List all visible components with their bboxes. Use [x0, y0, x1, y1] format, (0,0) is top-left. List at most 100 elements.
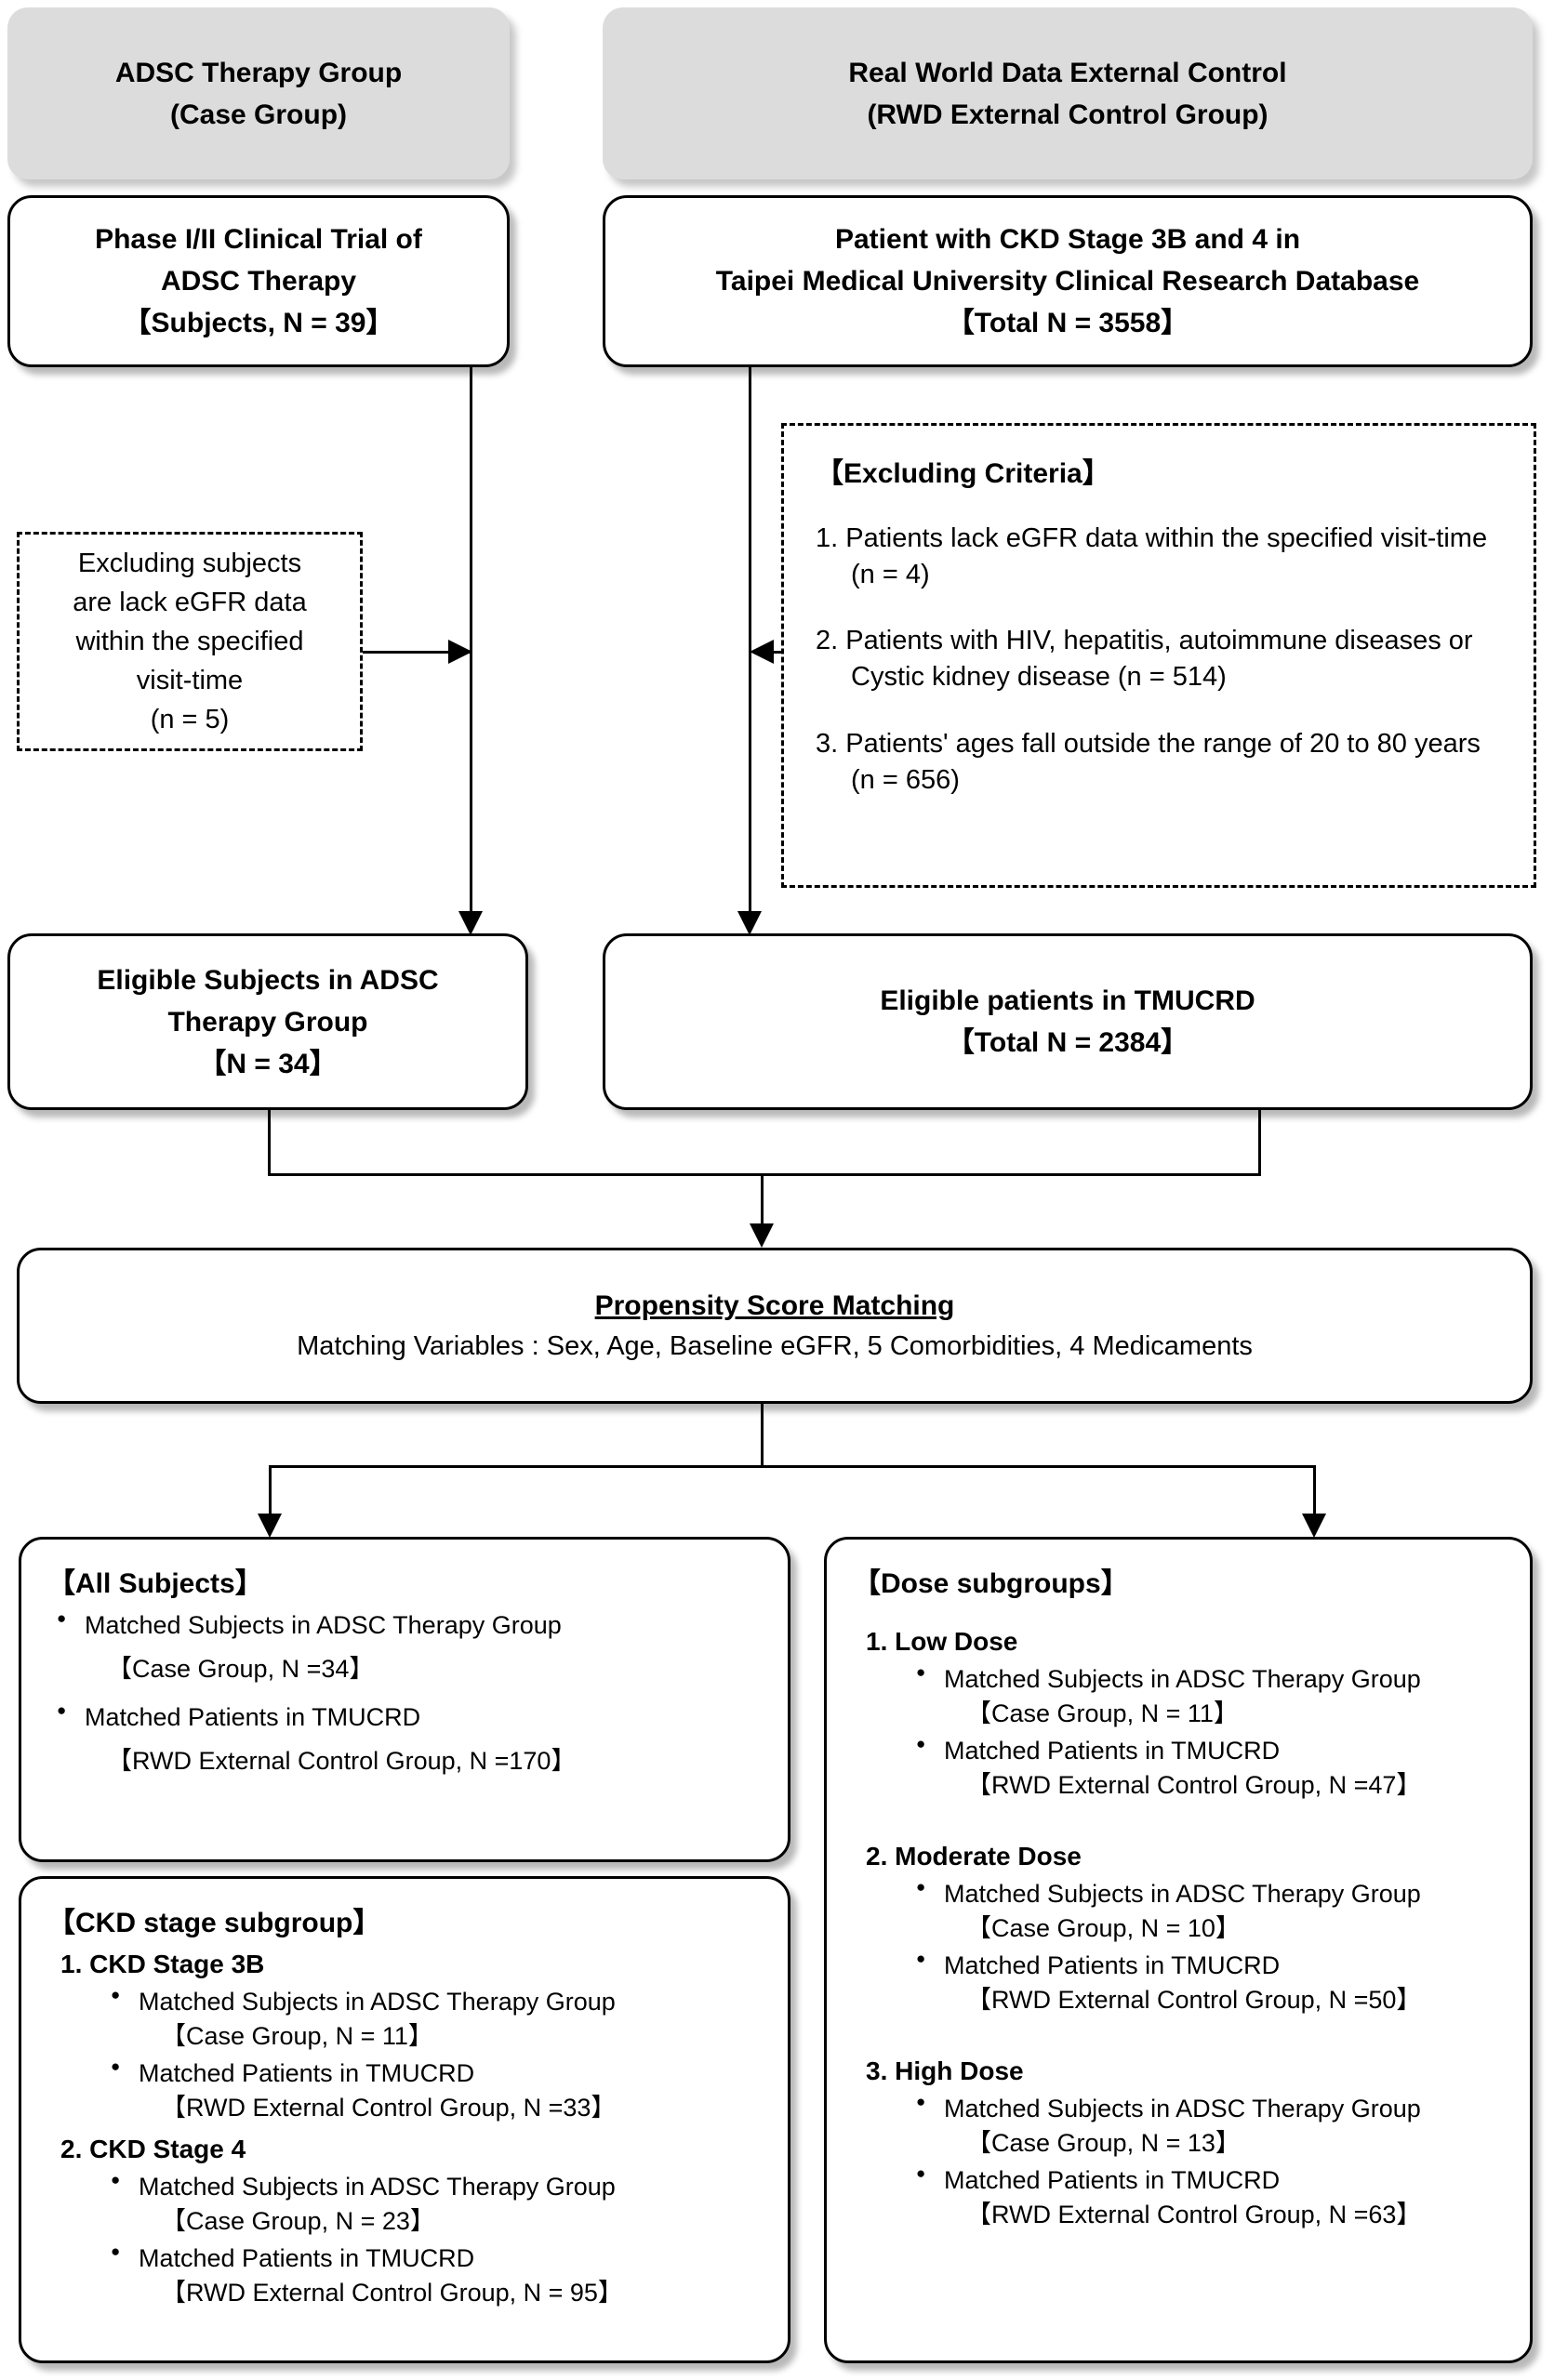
box-eligible-case-line2: Therapy Group — [167, 1006, 368, 1038]
box-case-exclusion-line2: are lack eGFR data — [73, 587, 307, 617]
box-eligible-rwd: Eligible patients in TMUCRD 【Total N = 2… — [603, 933, 1533, 1110]
list-item: Matched Subjects in ADSC Therapy Group 【… — [101, 1984, 764, 2055]
bullet-main: Matched Patients in TMUCRD — [85, 1702, 421, 1731]
excluding-criteria-list: 1. Patients lack eGFR data within the sp… — [784, 491, 1534, 799]
bullet-sub: 【Case Group, N = 10】 — [966, 1914, 1241, 1943]
excluding-criteria-title: 【Excluding Criteria】 — [816, 458, 1110, 489]
box-clinical-trial: Phase I/II Clinical Trial of ADSC Therap… — [7, 195, 510, 367]
dose-group-name: 2. Moderate Dose — [866, 1842, 1082, 1871]
bullet-main: Matched Subjects in ADSC Therapy Group — [139, 2173, 616, 2201]
list-item: Matched Patients in TMUCRD 【RWD External… — [101, 2056, 764, 2126]
box-tmucrd-database-line1: Patient with CKD Stage 3B and 4 in — [834, 224, 1301, 255]
bullet-sub: 【RWD External Control Group, N =63】 — [966, 2200, 1422, 2228]
connector-split-bar — [269, 1465, 1316, 1468]
bullet-main: Matched Subjects in ADSC Therapy Group — [944, 1880, 1421, 1908]
box-case-exclusion-line1: Excluding subjects — [77, 548, 302, 578]
box-case-exclusion-line3: within the specified — [75, 626, 304, 656]
bullet-sub: 【RWD External Control Group, N =170】 — [107, 1746, 577, 1775]
list-item: Matched Patients in TMUCRD 【RWD External… — [907, 1948, 1506, 2018]
excluding-criteria-item: 3. Patients' ages fall outside the range… — [816, 728, 1481, 795]
ckd-group-name: 2. CKD Stage 4 — [60, 2135, 246, 2163]
list-item: Matched Patients in TMUCRD 【RWD External… — [101, 2241, 764, 2311]
bullet-sub: 【RWD External Control Group, N =50】 — [966, 1985, 1422, 2014]
box-tmucrd-database-line2: Taipei Medical University Clinical Resea… — [715, 266, 1420, 297]
list-item: Matched Subjects in ADSC Therapy Group 【… — [907, 1661, 1506, 1732]
ckd-subgroup-title: 【CKD stage subgroup】 — [47, 1908, 381, 1938]
box-excluding-criteria: 【Excluding Criteria】 1. Patients lack eG… — [781, 423, 1536, 888]
box-case-exclusion: Excluding subjects are lack eGFR data wi… — [17, 532, 363, 751]
arrow-rwd-exclusion — [750, 640, 774, 664]
excluding-criteria-item: 2. Patients with HIV, hepatitis, autoimm… — [816, 626, 1473, 693]
connector-merge-right-stub — [1258, 1108, 1261, 1175]
dose-group-name: 1. Low Dose — [866, 1627, 1018, 1656]
box-tmucrd-database-line3: 【Total N = 3558】 — [946, 308, 1189, 338]
box-case-exclusion-line4: visit-time — [136, 666, 244, 696]
box-eligible-case: Eligible Subjects in ADSC Therapy Group … — [7, 933, 528, 1110]
list-item: Matched Subjects in ADSC Therapy Group 【… — [907, 1876, 1506, 1947]
dose-group-name: 3. High Dose — [866, 2056, 1024, 2085]
ckd-group-list: Matched Subjects in ADSC Therapy Group 【… — [101, 1984, 764, 2126]
bullet-sub: 【RWD External Control Group, N =47】 — [966, 1770, 1422, 1799]
arrow-merge-to-psm — [750, 1223, 774, 1248]
header-rwd-group-line1: Real World Data External Control — [848, 57, 1287, 88]
box-tmucrd-database: Patient with CKD Stage 3B and 4 in Taipe… — [603, 195, 1533, 367]
bullet-main: Matched Subjects in ADSC Therapy Group — [944, 2095, 1421, 2122]
ckd-group-list: Matched Subjects in ADSC Therapy Group 【… — [101, 2169, 764, 2311]
bullet-main: Matched Subjects in ADSC Therapy Group — [139, 1988, 616, 2016]
arrow-case-to-eligible — [458, 911, 483, 935]
connector-split-down — [761, 1402, 764, 1467]
box-clinical-trial-line3: 【Subjects, N = 39】 — [123, 308, 394, 338]
arrow-case-exclusion — [448, 640, 472, 664]
header-case-group: ADSC Therapy Group (Case Group) — [7, 7, 510, 179]
bullet-main: Matched Patients in TMUCRD — [139, 2058, 475, 2087]
header-case-group-line2: (Case Group) — [169, 99, 348, 130]
connector-split-left — [269, 1465, 272, 1526]
dose-subgroups-title: 【Dose subgroups】 — [853, 1568, 1129, 1599]
connector-case-exclusion — [363, 651, 472, 654]
box-eligible-rwd-line2: 【Total N = 2384】 — [946, 1027, 1189, 1058]
list-item: Matched Subjects in ADSC Therapy Group 【… — [47, 1607, 764, 1687]
header-rwd-group-line2: (RWD External Control Group) — [867, 99, 1268, 130]
box-eligible-rwd-line1: Eligible patients in TMUCRD — [880, 985, 1255, 1016]
psm-subtitle: Matching Variables : Sex, Age, Baseline … — [297, 1330, 1253, 1361]
box-clinical-trial-line2: ADSC Therapy — [160, 266, 357, 297]
bullet-main: Matched Subjects in ADSC Therapy Group — [944, 1665, 1421, 1693]
dose-group-list: Matched Subjects in ADSC Therapy Group 【… — [907, 2091, 1506, 2233]
list-item: Matched Patients in TMUCRD 【RWD External… — [907, 2162, 1506, 2233]
bullet-main: Matched Patients in TMUCRD — [944, 1950, 1281, 1979]
bullet-main: Matched Patients in TMUCRD — [944, 1736, 1281, 1765]
arrow-split-to-all-subjects — [258, 1514, 282, 1538]
list-item: Matched Patients in TMUCRD 【RWD External… — [907, 1733, 1506, 1804]
bullet-sub: 【Case Group, N = 23】 — [161, 2207, 435, 2236]
list-item: Matched Subjects in ADSC Therapy Group 【… — [907, 2091, 1506, 2162]
psm-title: Propensity Score Matching — [594, 1289, 955, 1321]
excluding-criteria-item: 1. Patients lack eGFR data within the sp… — [816, 523, 1488, 590]
bullet-main: Matched Subjects in ADSC Therapy Group — [85, 1611, 562, 1639]
box-all-subjects: 【All Subjects】 Matched Subjects in ADSC … — [19, 1537, 790, 1862]
all-subjects-title: 【All Subjects】 — [47, 1568, 263, 1599]
header-case-group-line1: ADSC Therapy Group — [114, 57, 403, 88]
box-eligible-case-line3: 【N = 34】 — [198, 1048, 338, 1079]
connector-merge-down — [761, 1173, 764, 1238]
list-item: Matched Patients in TMUCRD 【RWD External… — [47, 1699, 764, 1779]
box-clinical-trial-line1: Phase I/II Clinical Trial of — [95, 224, 422, 255]
bullet-sub: 【RWD External Control Group, N = 95】 — [161, 2278, 623, 2307]
connector-split-right — [1313, 1465, 1316, 1526]
bullet-sub: 【Case Group, N =34】 — [107, 1655, 375, 1684]
box-dose-subgroups: 【Dose subgroups】 1. Low Dose Matched Sub… — [824, 1537, 1533, 2363]
ckd-group-name: 1. CKD Stage 3B — [60, 1950, 265, 1978]
connector-merge-left-stub — [268, 1108, 271, 1175]
box-propensity-score-matching: Propensity Score Matching Matching Varia… — [17, 1248, 1533, 1404]
box-eligible-case-line1: Eligible Subjects in ADSC — [97, 964, 439, 996]
bullet-sub: 【RWD External Control Group, N =33】 — [161, 2093, 617, 2122]
dose-group-list: Matched Subjects in ADSC Therapy Group 【… — [907, 1661, 1506, 1804]
list-item: Matched Subjects in ADSC Therapy Group 【… — [101, 2169, 764, 2240]
connector-merge-bar — [268, 1173, 1261, 1176]
bullet-main: Matched Patients in TMUCRD — [944, 2165, 1281, 2194]
bullet-main: Matched Patients in TMUCRD — [139, 2243, 475, 2272]
all-subjects-list: Matched Subjects in ADSC Therapy Group 【… — [47, 1607, 764, 1779]
dose-group-list: Matched Subjects in ADSC Therapy Group 【… — [907, 1876, 1506, 2018]
arrow-split-to-dose — [1302, 1514, 1326, 1538]
bullet-sub: 【Case Group, N = 13】 — [966, 2129, 1241, 2158]
